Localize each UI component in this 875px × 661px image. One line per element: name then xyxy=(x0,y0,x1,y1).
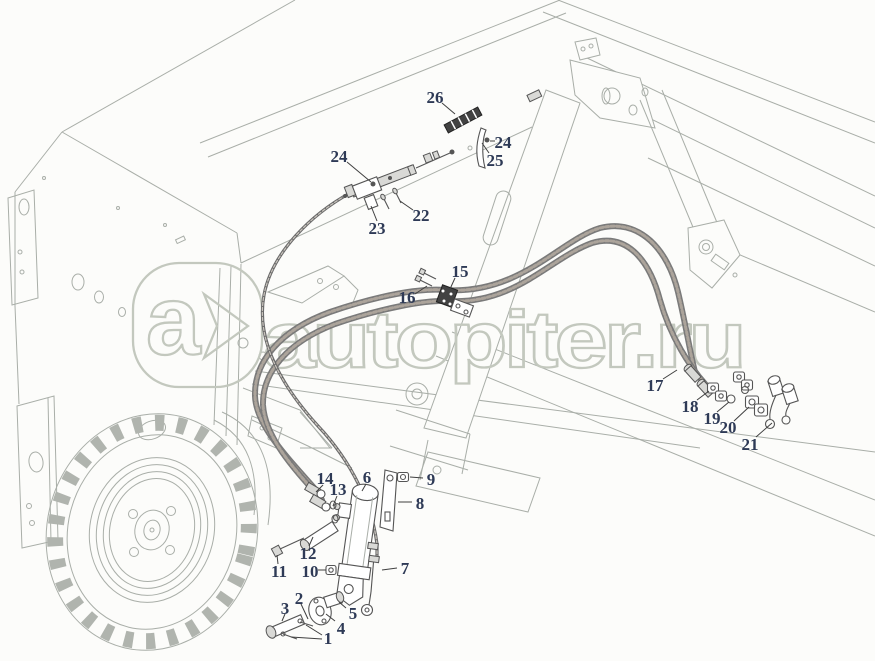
leader-line-2 xyxy=(300,603,309,620)
leader-line-24 xyxy=(346,161,372,183)
callout-label-24: 24 xyxy=(331,147,349,166)
hose-fittings xyxy=(683,363,799,430)
leader-line-1 xyxy=(305,624,323,636)
fittings-14-13 xyxy=(304,481,339,533)
callout-label-14: 14 xyxy=(317,469,335,488)
nut-9 xyxy=(396,471,410,483)
callout-label-7: 7 xyxy=(401,559,410,578)
leader-line-17 xyxy=(662,369,678,380)
bracket-8 xyxy=(379,469,398,532)
screw-24-left xyxy=(370,181,376,187)
callout-label-22: 22 xyxy=(413,206,430,225)
callout-label-6: 6 xyxy=(363,468,372,487)
decal-26 xyxy=(443,106,483,134)
callout-label-13: 13 xyxy=(330,480,347,499)
callout-label-1: 1 xyxy=(324,629,333,648)
bushing-5 xyxy=(322,591,345,609)
callout-label-2: 2 xyxy=(295,589,304,608)
leader-line-7 xyxy=(381,567,398,571)
lift-arm xyxy=(389,37,741,513)
leader-line-5 xyxy=(338,601,347,609)
leader-line-15 xyxy=(449,277,456,290)
callout-label-11: 11 xyxy=(271,562,287,581)
watermark-logo-chevron xyxy=(201,290,250,362)
callout-label-18: 18 xyxy=(682,397,699,416)
leader-line-3 xyxy=(281,613,286,622)
screw-24-right xyxy=(484,137,490,143)
hydraulic-cylinder xyxy=(265,469,410,640)
blade-25 xyxy=(476,127,487,169)
callout-label-21: 21 xyxy=(742,435,759,454)
leader-line-20 xyxy=(733,406,750,422)
leader-line-14 xyxy=(315,484,324,493)
callout-label-9: 9 xyxy=(427,470,436,489)
watermark-logo-a: a xyxy=(146,265,202,375)
callout-label-23: 23 xyxy=(369,219,386,238)
wheel xyxy=(45,413,259,651)
leader-line-22 xyxy=(399,200,414,211)
callout-label-20: 20 xyxy=(720,418,737,437)
o-rings-19 xyxy=(726,385,750,404)
leader-line-19 xyxy=(716,401,730,413)
callout-label-8: 8 xyxy=(416,494,425,513)
caps-21 xyxy=(764,375,799,430)
clevis-pin-3 xyxy=(265,614,306,639)
callout-label-12: 12 xyxy=(300,544,317,563)
nut-10 xyxy=(325,564,337,576)
machine-bed-beams xyxy=(251,0,875,537)
control-cable xyxy=(260,106,490,558)
leader-line-9 xyxy=(409,476,424,479)
hose-clamp-15 xyxy=(414,267,475,318)
hose-end-17a xyxy=(684,365,702,383)
leader-line-13 xyxy=(332,495,338,507)
leader-line-16 xyxy=(414,285,428,295)
pin-12 xyxy=(299,520,339,552)
callout-label-17: 17 xyxy=(647,376,665,395)
leader-line-18 xyxy=(696,390,710,401)
leader-line-21 xyxy=(755,422,773,438)
callout-label-26: 26 xyxy=(427,88,444,107)
leader-line-6 xyxy=(361,483,367,492)
plugs-20 xyxy=(744,395,769,417)
cotter-pins-1-2 xyxy=(280,618,314,640)
cable-clamp xyxy=(351,176,383,200)
leader-line-1 xyxy=(290,636,323,640)
bolt-11 xyxy=(270,537,305,558)
leader-line-12 xyxy=(308,536,314,547)
leader-line-11 xyxy=(276,554,279,565)
callout-label-25: 25 xyxy=(487,151,504,170)
leader-line-26 xyxy=(441,102,456,115)
callout-label-16: 16 xyxy=(399,288,416,307)
callout-label-15: 15 xyxy=(452,262,469,281)
callout-label-3: 3 xyxy=(281,599,290,618)
cable-rod-7 xyxy=(360,541,380,617)
callout-label-4: 4 xyxy=(337,619,346,638)
machine-body xyxy=(7,0,567,549)
callout-label-24: 24 xyxy=(495,133,513,152)
callout-label-19: 19 xyxy=(704,409,721,428)
callout-label-10: 10 xyxy=(302,562,319,581)
callout-label-5: 5 xyxy=(349,604,358,623)
leader-line-4 xyxy=(325,613,336,622)
fittings-18 xyxy=(706,371,754,402)
clamp-bolts-16 xyxy=(414,267,437,287)
leader-line-25 xyxy=(481,142,490,154)
leader-line-23 xyxy=(370,205,378,222)
